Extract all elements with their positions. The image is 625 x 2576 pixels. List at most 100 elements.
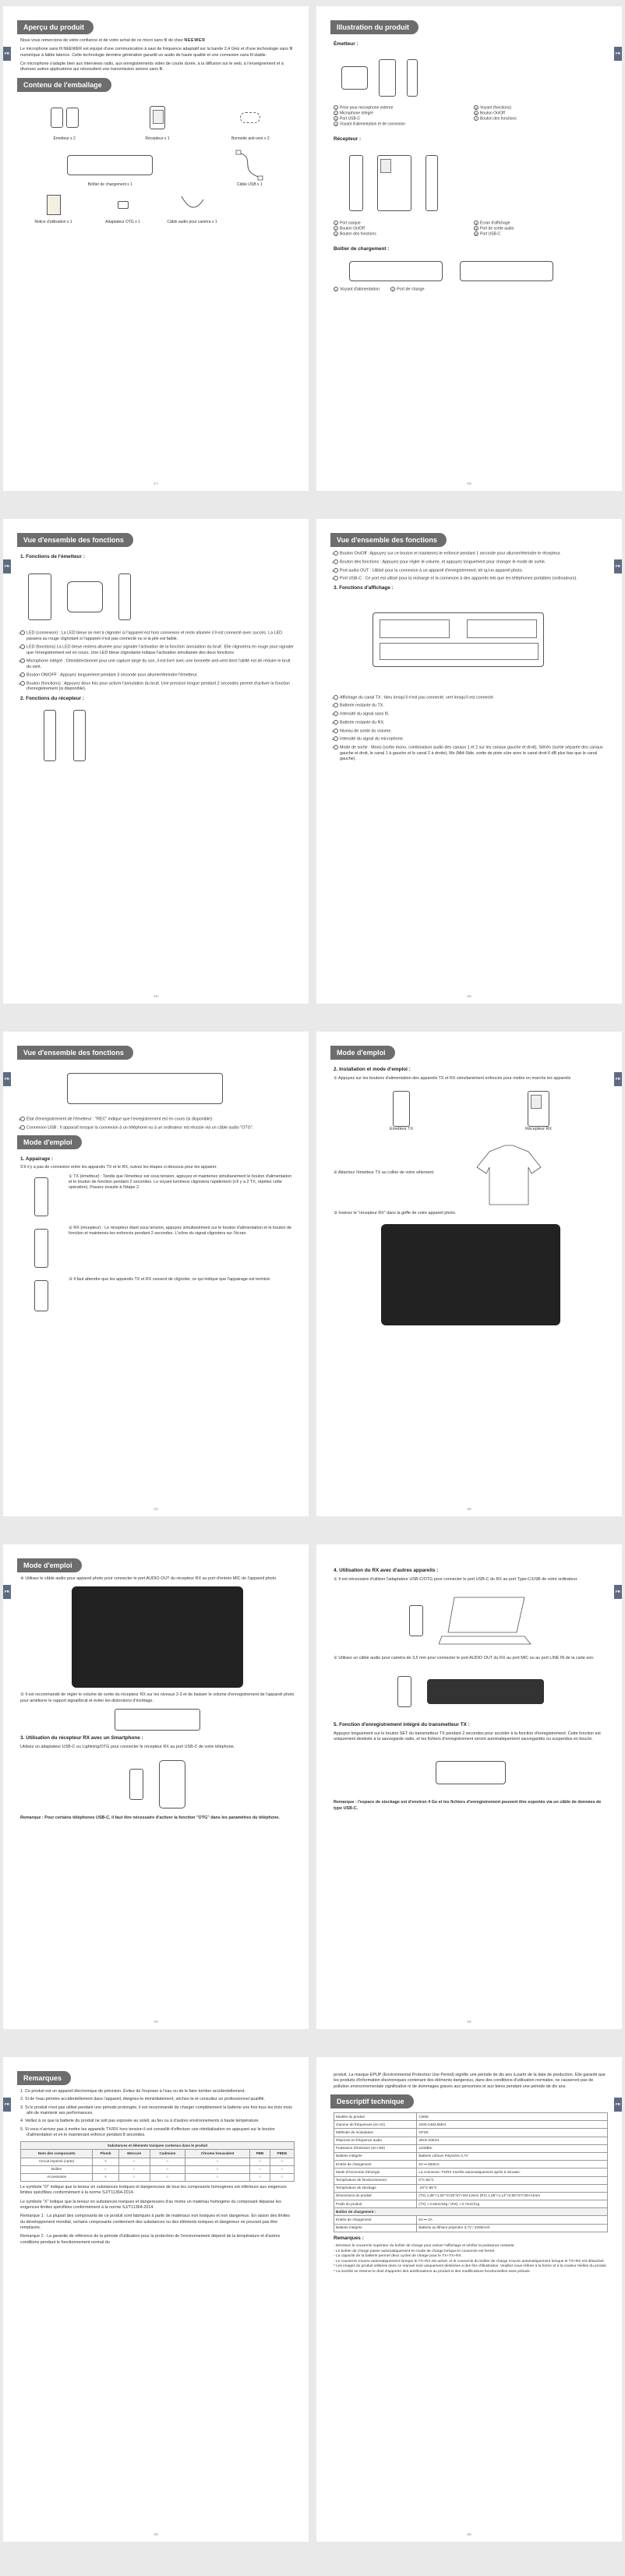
page-number: -21- bbox=[153, 1507, 159, 1512]
table-row: Boîtier○○○○○○ bbox=[19, 2165, 295, 2174]
section-title: Remarques bbox=[17, 2071, 72, 2086]
section-title: Mode d'emploi bbox=[17, 1558, 82, 1573]
status-screen bbox=[67, 1073, 223, 1105]
receiver-function-diagram bbox=[44, 704, 295, 767]
recording-remark: Remarque : l'espace de stockage est d'en… bbox=[334, 1800, 602, 1811]
receiver-functions-label: 2. Fonctions du récepteur : bbox=[20, 695, 85, 701]
tx-pairing-image bbox=[34, 1177, 48, 1216]
list-item: 3. Si le produit n'est pas utilisé penda… bbox=[20, 2105, 292, 2116]
list-item: * La société se réserve le droit d'appor… bbox=[334, 2269, 531, 2274]
emitter-top-view bbox=[341, 65, 368, 90]
page-mode-3: FR 4. Utilisation du RX avec d'autres ap… bbox=[316, 1544, 622, 2029]
status-diagram bbox=[51, 1067, 263, 1113]
remark-2: Remarque 2 : La garantie de référence de… bbox=[20, 2234, 281, 2245]
language-tab: FR bbox=[614, 559, 622, 573]
section-title: Vue d'ensemble des fonctions bbox=[330, 533, 447, 548]
section-title: Illustration du produit bbox=[330, 20, 418, 35]
emitter-label: Émetteur : bbox=[334, 41, 358, 48]
table-row: Boîtier de chargement : bbox=[334, 2207, 608, 2217]
smartphone-diagram bbox=[20, 1753, 295, 1816]
remarks-list: 1. Ce produit est un appareil électroniq… bbox=[20, 2089, 295, 2138]
language-tab: FR bbox=[3, 1072, 11, 1086]
epup-text: produit. La marque EPUP (Environmental P… bbox=[334, 2073, 606, 2089]
remarks-list: - Dévissez le couvercle supérieur du boî… bbox=[334, 2244, 608, 2274]
spread-2: FR Vue d'ensemble des fonctions 1. Fonct… bbox=[0, 519, 625, 1004]
emitter-function-diagram bbox=[28, 563, 295, 630]
mount-text: ③ Insérez le "récepteur RX" dans la grif… bbox=[334, 1211, 457, 1216]
page-mode-2: FR Mode d'emploi ④ Utilisez le câble aud… bbox=[3, 1544, 309, 2029]
case-diagram bbox=[349, 256, 608, 287]
case-label: Boîtier de chargement : bbox=[334, 245, 390, 252]
receiver-diagram bbox=[349, 146, 608, 221]
sound-card-step: ② Utilisez un câble audio pour caméra de… bbox=[334, 1655, 595, 1660]
package-item: Câble audio pour caméra x 1 bbox=[159, 190, 225, 225]
tx-label: Émetteur TX bbox=[389, 1127, 414, 1132]
table-row: Accessoires×○○○○○ bbox=[19, 2172, 295, 2183]
display-screen bbox=[373, 612, 544, 667]
language-tab: FR bbox=[614, 47, 622, 61]
sound-card-diagram bbox=[334, 1664, 608, 1719]
language-tab: FR bbox=[3, 1585, 11, 1599]
smartphone-remark: Remarque : Pour certains téléphones USB-… bbox=[20, 1815, 280, 1820]
section-title: Descriptif technique bbox=[330, 2094, 414, 2109]
list-item: - Le couvercle s'ouvre automatiquement l… bbox=[334, 2259, 606, 2264]
laptop-image bbox=[439, 1597, 531, 1645]
sound-card-image bbox=[427, 1679, 544, 1705]
receiver-side-view bbox=[349, 154, 363, 211]
table-row: Température de stockage-20°C-55°C bbox=[333, 2183, 608, 2193]
emitter-functions-label: 1. Fonctions de l'émetteur : bbox=[20, 554, 85, 560]
smartphone-image bbox=[159, 1759, 185, 1808]
display-diagram bbox=[357, 597, 584, 690]
language-tab: FR bbox=[3, 2098, 11, 2112]
table-row: Dimensions du produit(TX) 1,85"×1,02"×0,… bbox=[333, 2191, 608, 2201]
list-item: 5. Si vous n'arrivez pas à mettre les ap… bbox=[20, 2126, 275, 2137]
list-item: 1. Ce produit est un appareil électroniq… bbox=[20, 2089, 245, 2094]
computer-step: ① Il est nécessaire d'utiliser l'adaptat… bbox=[334, 1576, 578, 1582]
paired-image bbox=[34, 1279, 48, 1311]
package-item: Adaptateur OTG x 1 bbox=[90, 190, 156, 225]
section-title: Mode d'emploi bbox=[17, 1134, 82, 1149]
package-item: Notice d'utilisation x 1 bbox=[20, 190, 87, 225]
computer-diagram bbox=[334, 1586, 608, 1656]
receiver-front-view bbox=[377, 154, 411, 211]
section-title: Vue d'ensemble des fonctions bbox=[17, 1046, 133, 1060]
page-number: -22- bbox=[466, 1507, 472, 1512]
emitter-diagram bbox=[341, 51, 608, 105]
package-item: Bonnette anti-vent x 2 bbox=[207, 99, 295, 142]
package-row: Boîtier de chargement x 1 Câble USB x 1 bbox=[20, 148, 295, 188]
emitter-image bbox=[65, 107, 79, 128]
charging-case-image bbox=[67, 154, 154, 175]
package-grid: Émetteur x 2 Récepteur x 1 Bonnette anti… bbox=[20, 99, 295, 142]
list-item: 2. Si de l'eau pénètre accidentellement … bbox=[20, 2097, 266, 2102]
section-title: Aperçu du produit bbox=[17, 20, 94, 35]
display-functions-label: 3. Fonctions d'affichage : bbox=[334, 585, 394, 591]
table-title: Substances et éléments toxiques contenus… bbox=[20, 2141, 295, 2151]
recording-text: Appuyez longuement sur le bouton SET du … bbox=[334, 1731, 601, 1742]
pairing-label: 1. Appairage : bbox=[20, 1156, 54, 1162]
receiver-other-side-view bbox=[73, 710, 86, 762]
language-tab: FR bbox=[3, 559, 11, 573]
rx-image bbox=[129, 1768, 143, 1800]
language-tab: FR bbox=[614, 1585, 622, 1599]
rx-image bbox=[397, 1676, 411, 1708]
volume-step: ⑤ Il est recommandé de régler le volume … bbox=[20, 1692, 295, 1703]
